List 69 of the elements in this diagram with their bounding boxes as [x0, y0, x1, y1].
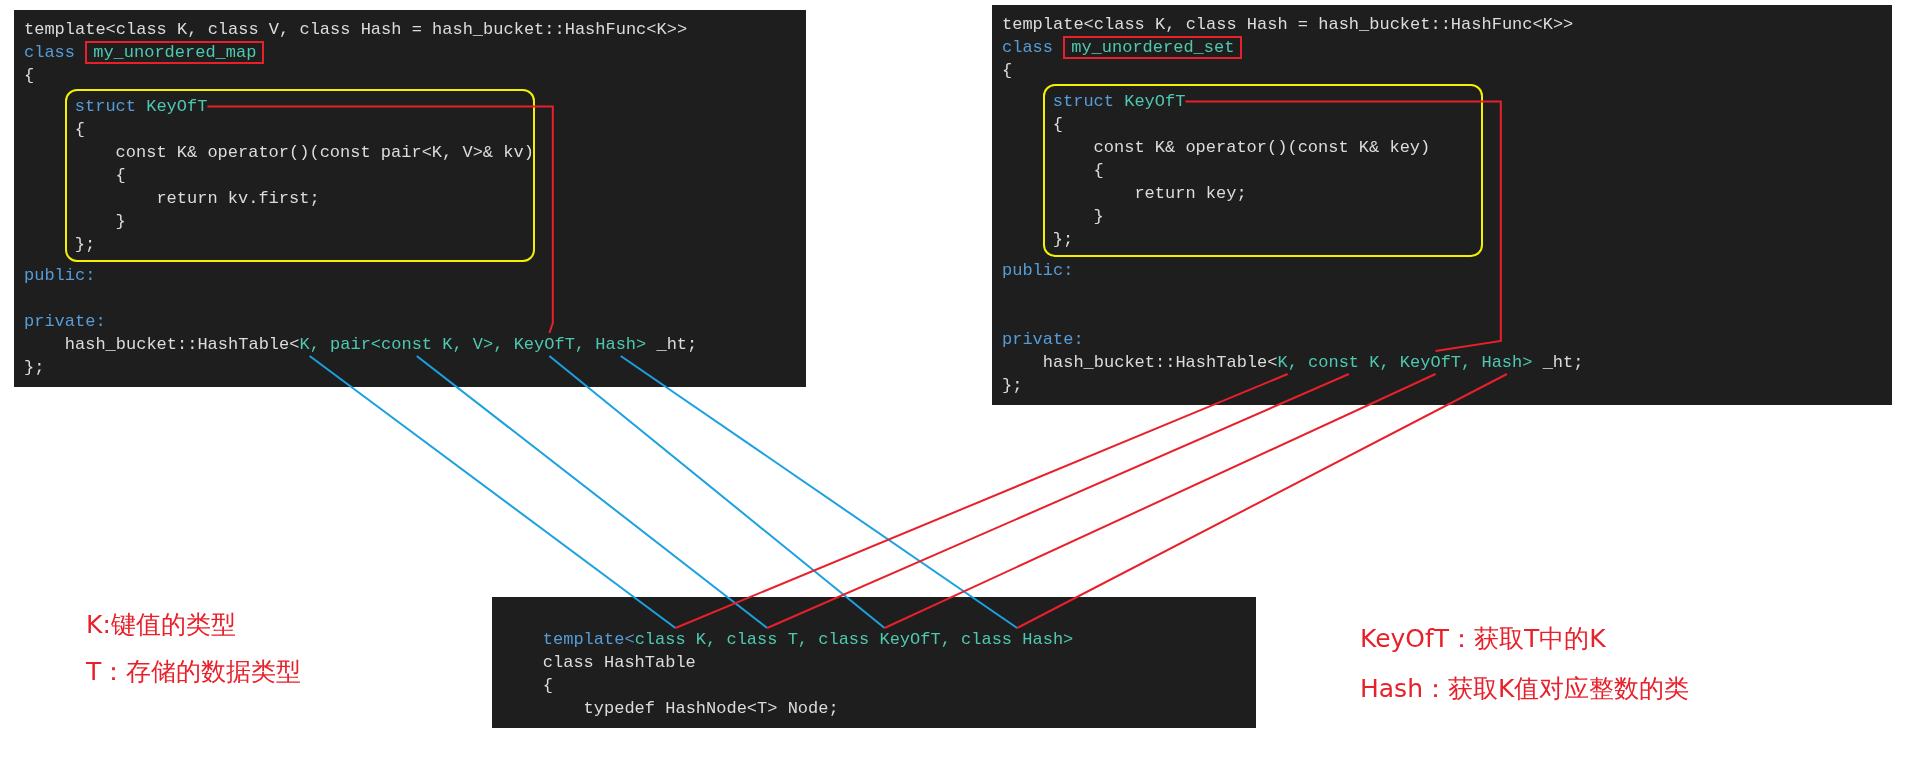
code-token: class Hash> — [961, 628, 1074, 651]
code-text: { — [24, 65, 35, 87]
code-text: const K& operator()(const pair<K, V>& kv) — [115, 142, 534, 164]
code-text: private: — [1002, 329, 1084, 351]
code-panel — [992, 5, 1892, 405]
code-text: { — [74, 119, 85, 141]
code-text: hash_bucket::HashTable< — [64, 334, 300, 356]
code-token: KeyOfT, — [1399, 351, 1472, 374]
code-text: { — [542, 675, 553, 697]
code-token: const K, — [1308, 351, 1390, 374]
connector-line — [1016, 373, 1508, 629]
annotation-text: T：存储的数据类型 — [86, 656, 302, 688]
code-text: _ht; — [1542, 352, 1584, 374]
code-text: template<class K, class V, class Hash = hash_bucket::HashFunc<K>> — [24, 19, 688, 41]
code-text: class — [1002, 37, 1053, 59]
annotation-text: Hash：获取K值对应整数的类 — [1360, 673, 1690, 705]
code-text: _ht; — [656, 334, 698, 356]
code-token: KeyOfT — [1124, 90, 1186, 113]
code-token: KeyOfT — [146, 95, 208, 118]
code-text: return kv.first; — [156, 188, 320, 210]
code-text: typedef HashNode<T> Node; — [583, 698, 839, 720]
code-text: class — [24, 42, 75, 64]
code-text: public: — [24, 265, 96, 287]
highlight-frame — [1042, 84, 1483, 257]
code-token: class T, — [726, 628, 809, 651]
code-text: } — [115, 211, 126, 233]
code-text: } — [1093, 206, 1104, 228]
connector-line — [308, 355, 677, 629]
connector-line — [206, 105, 554, 334]
highlight-frame — [64, 89, 535, 262]
code-text: }; — [24, 357, 45, 379]
code-token: Hash> — [1481, 351, 1533, 374]
code-panel — [14, 10, 806, 387]
highlighted-class-name: my_unordered_map — [85, 41, 265, 64]
code-token: K, — [299, 333, 320, 356]
connector-line — [415, 355, 769, 629]
code-panel — [492, 597, 1256, 728]
code-text: { — [115, 165, 126, 187]
connector-line — [674, 373, 1289, 629]
code-text: return key; — [1134, 183, 1247, 205]
code-token: class KeyOfT, — [818, 628, 951, 651]
code-text: { — [1093, 160, 1104, 182]
connector-line — [619, 355, 1019, 629]
annotation-text: K:键值的类型 — [86, 609, 236, 641]
code-text: { — [1052, 114, 1063, 136]
code-text: { — [1002, 60, 1013, 82]
code-text: }; — [1002, 375, 1023, 397]
connector-line — [548, 355, 886, 629]
code-text: }; — [74, 234, 96, 256]
code-text: template<class K, class Hash = hash_bucket::HashFunc<K>> — [1002, 14, 1574, 36]
connector-line — [883, 373, 1437, 629]
code-text: struct — [74, 96, 136, 118]
code-text: public: — [1002, 260, 1074, 282]
code-text: }; — [1052, 229, 1074, 251]
code-token: K, — [1277, 351, 1298, 374]
code-token: Hash> — [595, 333, 647, 356]
code-text: struct — [1052, 91, 1114, 113]
code-text: class HashTable — [542, 652, 696, 674]
code-token: KeyOfT, — [513, 333, 586, 356]
code-text: private: — [24, 311, 106, 333]
code-token: class K, — [634, 628, 717, 651]
annotation-text: KeyOfT：获取T中的K — [1360, 623, 1606, 655]
code-text: hash_bucket::HashTable< — [1042, 352, 1278, 374]
code-text: template< — [542, 629, 635, 651]
code-text: const K& operator()(const K& key) — [1093, 137, 1431, 159]
connector-line — [1184, 100, 1502, 352]
highlighted-class-name: my_unordered_set — [1063, 36, 1243, 59]
connector-line — [766, 373, 1350, 629]
code-token: pair<const K, V>, — [330, 333, 504, 356]
